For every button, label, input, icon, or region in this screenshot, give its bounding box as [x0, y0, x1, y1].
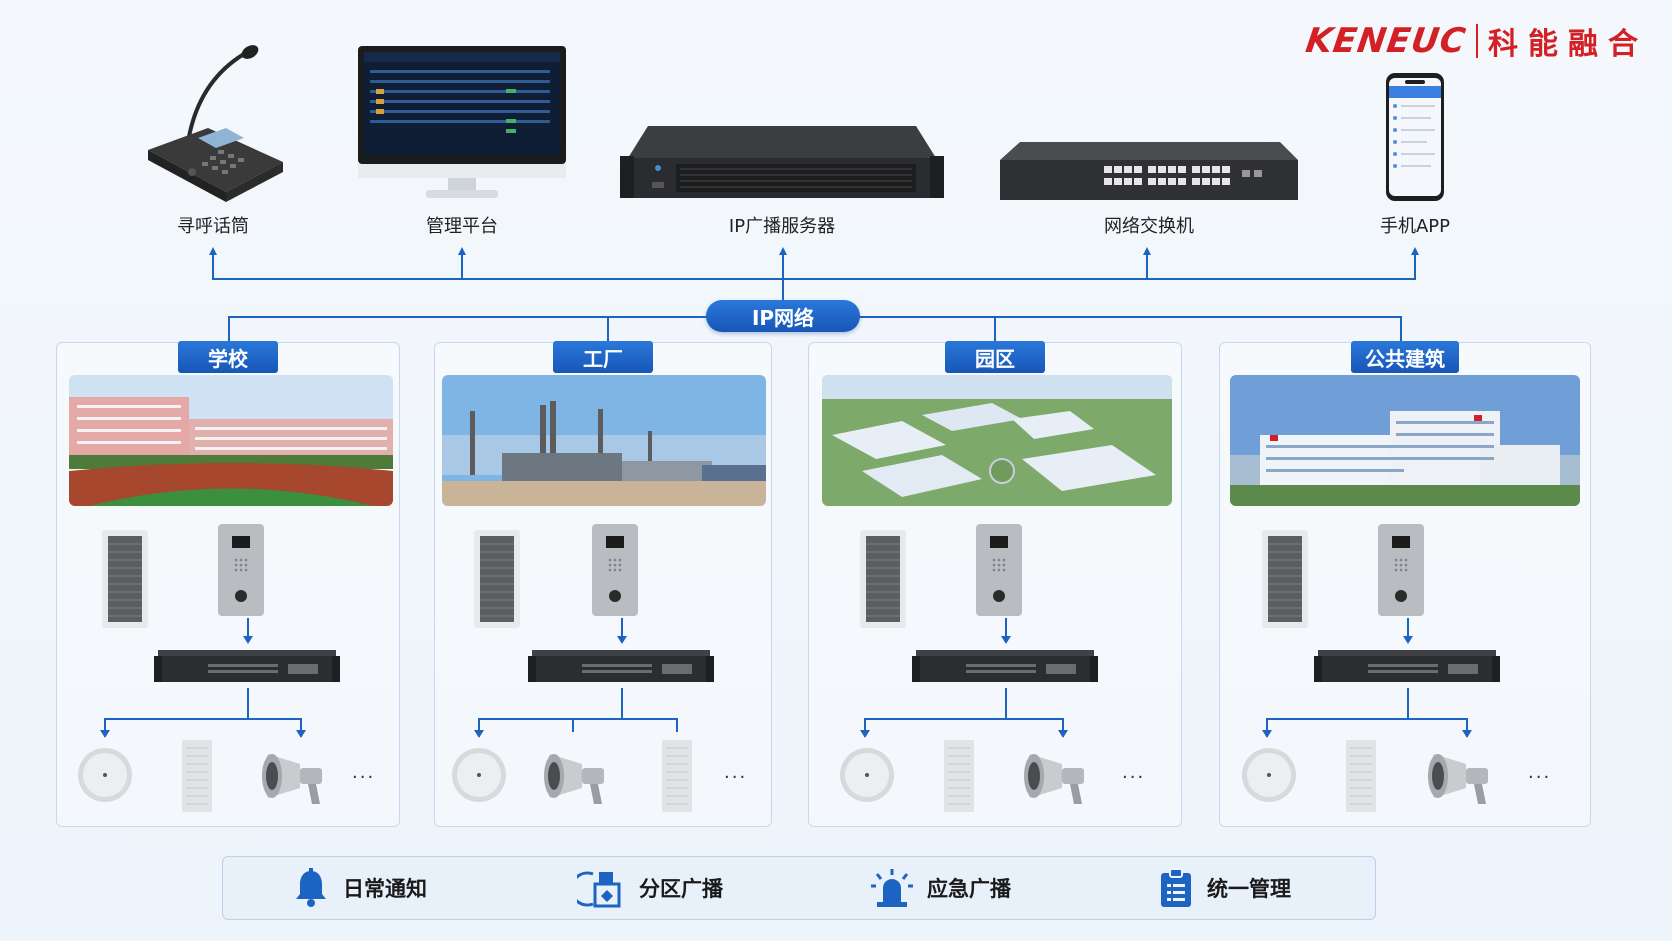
zone-public-equipment [1242, 524, 1500, 812]
column-speaker-icon [102, 530, 148, 628]
column-speaker-icon [474, 530, 520, 628]
feature-unified-management: 统一管理 [1159, 857, 1291, 919]
horn-speaker-icon [1428, 754, 1488, 804]
more-devices-ellipsis: ... [724, 762, 747, 783]
more-devices-ellipsis: ... [352, 762, 375, 783]
feature-label: 应急广播 [927, 873, 1011, 903]
slim-speaker-icon [182, 740, 212, 812]
more-devices-ellipsis: ... [1122, 762, 1145, 783]
zone-broadcast-icon [577, 868, 625, 908]
amplifier-icon [1314, 650, 1500, 682]
feature-label: 日常通知 [343, 873, 427, 903]
horn-speaker-icon [262, 754, 322, 804]
intercom-icon [976, 524, 1022, 616]
column-speaker-icon [860, 530, 906, 628]
feature-emergency-broadcast: 应急广播 [871, 857, 1011, 919]
column-speaker-icon [1262, 530, 1308, 628]
zone-factory-equipment [452, 524, 714, 812]
ceiling-speaker-icon [78, 748, 132, 802]
more-devices-ellipsis: ... [1528, 762, 1551, 783]
zone-school-equipment [78, 524, 340, 812]
intercom-icon [218, 524, 264, 616]
feature-label: 分区广播 [639, 873, 723, 903]
horn-speaker-icon [544, 754, 604, 804]
amplifier-icon [912, 650, 1098, 682]
amplifier-icon [154, 650, 340, 682]
intercom-icon [1378, 524, 1424, 616]
feature-daily-notice: 日常通知 [293, 857, 427, 919]
slim-speaker-icon [944, 740, 974, 812]
alarm-light-icon [871, 868, 913, 908]
intercom-icon [592, 524, 638, 616]
zone-park-equipment [840, 524, 1098, 812]
ceiling-speaker-icon [452, 748, 506, 802]
feature-zone-broadcast: 分区广播 [577, 857, 723, 919]
ceiling-speaker-icon [1242, 748, 1296, 802]
feature-label: 统一管理 [1207, 873, 1291, 903]
slim-speaker-icon [1346, 740, 1376, 812]
feature-bar: 日常通知 分区广播 应急广播 [222, 856, 1376, 920]
ceiling-speaker-icon [840, 748, 894, 802]
horn-speaker-icon [1024, 754, 1084, 804]
bell-icon [293, 868, 329, 908]
clipboard-icon [1159, 868, 1193, 908]
slim-speaker-icon [662, 740, 692, 812]
amplifier-icon [528, 650, 714, 682]
